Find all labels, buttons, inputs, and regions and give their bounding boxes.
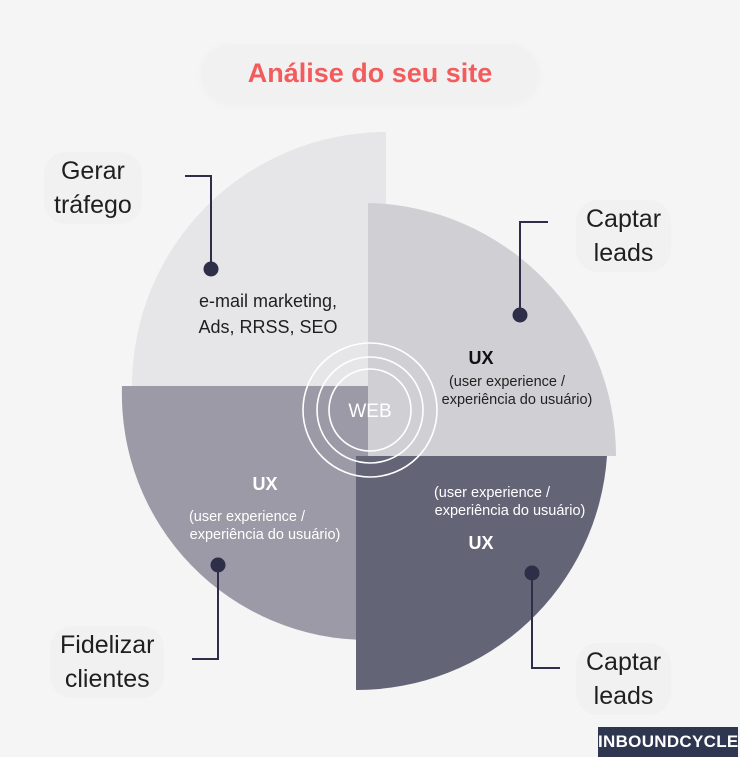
- label-fidelizar-clientes-line-1: Fidelizar: [60, 631, 155, 659]
- bottom-left-text-2: experiência do usuário): [190, 527, 341, 543]
- bottom-left-text-1: (user experience /: [189, 509, 306, 525]
- top-right-heading: UX: [468, 348, 493, 368]
- quadrant-top-left: [132, 132, 386, 386]
- top-left-text-2: Ads, RRSS, SEO: [198, 317, 337, 337]
- top-right-text-1: (user experience /: [449, 374, 566, 390]
- dot-bottom-right: [524, 565, 540, 581]
- label-captar-leads-top-line-2: leads: [593, 239, 654, 267]
- connector-top-left: [185, 175, 212, 269]
- bottom-left-heading: UX: [252, 474, 277, 494]
- title-pill: [202, 44, 538, 102]
- connector-bottom-left: [192, 565, 219, 660]
- dot-top-right: [512, 307, 528, 323]
- label-fidelizar-clientes: Fidelizar clientes: [50, 626, 165, 698]
- bottom-right-heading: UX: [468, 533, 493, 553]
- connector-top-right: [519, 221, 548, 315]
- label-gerar-trafego-line-1: Gerar: [60, 157, 125, 185]
- quadrant-bottom-left: [121, 386, 368, 641]
- quadrant-bottom-right: [356, 456, 607, 691]
- label-captar-leads-bottom-line-2: leads: [593, 682, 654, 710]
- bottom-right-text-1: (user experience /: [434, 485, 551, 501]
- web-center: WEB: [302, 342, 438, 478]
- quadrant-top-right: [368, 203, 616, 456]
- bottom-right-text-2: experiência do usuário): [435, 503, 586, 519]
- page-title: Análise do seu site: [247, 58, 493, 88]
- label-fidelizar-clientes-line-2: clientes: [64, 665, 150, 693]
- top-left-text-1: e-mail marketing,: [199, 291, 337, 311]
- top-right-text-2: experiência do usuário): [442, 392, 593, 408]
- dot-bottom-left: [210, 557, 226, 573]
- center-label: WEB: [348, 401, 391, 422]
- label-captar-leads-bottom: Captar leads: [576, 643, 672, 715]
- dot-top-left: [203, 261, 219, 277]
- brand-badge: INBOUNDCYCLE: [598, 727, 738, 757]
- connector-bottom-right: [531, 573, 560, 669]
- label-captar-leads-top-line-1: Captar: [586, 205, 662, 233]
- label-captar-leads-bottom-line-1: Captar: [586, 648, 662, 676]
- label-captar-leads-top: Captar leads: [576, 200, 672, 272]
- label-gerar-trafego-line-2: tráfego: [54, 191, 132, 219]
- label-gerar-trafego: Gerar tráfego: [44, 152, 142, 224]
